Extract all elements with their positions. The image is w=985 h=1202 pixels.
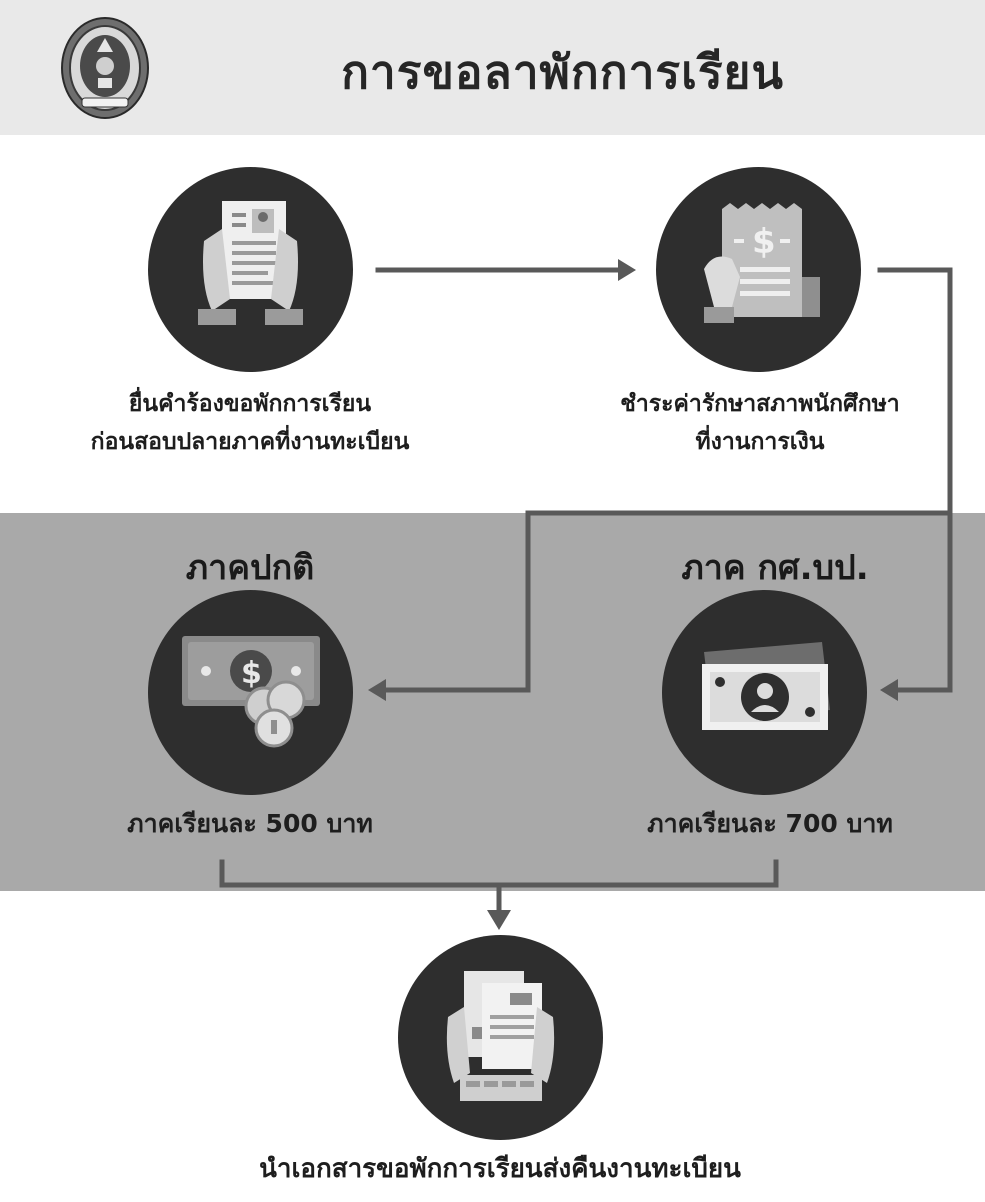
receipt-payment-icon: $ xyxy=(704,203,820,323)
final-step-label: นำเอกสารขอพักการเรียนส่งคืนงานทะเบียน xyxy=(259,1154,741,1184)
step2-label: ชำระค่ารักษาสภาพนักศึกษา ที่งานการเงิน xyxy=(565,385,955,461)
arrowhead-kosobopo xyxy=(880,679,898,701)
kosobopo-program-fee: ภาคเรียนละ 700 บาท xyxy=(647,809,893,838)
kosobopo-program-title: ภาค กศ.บป. xyxy=(681,548,869,588)
regular-program-title: ภาคปกติ xyxy=(185,548,315,588)
final-step-circle xyxy=(398,935,603,1140)
kosobopo-program-circle xyxy=(662,590,867,795)
arrowhead-step2 xyxy=(618,259,636,281)
connector-merge xyxy=(219,859,779,888)
step1-circle xyxy=(148,167,353,372)
svg-text:$: $ xyxy=(752,222,776,262)
document-in-hands-icon xyxy=(198,201,303,325)
svg-text:$: $ xyxy=(241,656,262,691)
step1-line1: ยื่นคำร้องขอพักการเรียน xyxy=(128,391,372,417)
return-documents-icon xyxy=(446,971,555,1101)
connector-step2-kosobopo xyxy=(877,267,953,693)
step1-line2: ก่อนสอบปลายภาคที่งานทะเบียน xyxy=(90,429,410,455)
cash-and-coins-icon: $ xyxy=(182,636,320,748)
banknotes-icon xyxy=(702,642,830,730)
arrowhead-final xyxy=(487,910,511,930)
header-bar: การขอลาพักการเรียน xyxy=(0,0,985,135)
step1-label: ยื่นคำร้องขอพักการเรียน ก่อนสอบปลายภาคที… xyxy=(40,385,460,461)
regular-program-fee: ภาคเรียนละ 500 บาท xyxy=(127,809,373,838)
step2-line1: ชำระค่ารักษาสภาพนักศึกษา xyxy=(620,391,900,417)
page-title: การขอลาพักการเรียน xyxy=(341,45,784,99)
step2-circle: $ xyxy=(656,167,861,372)
step2-line2: ที่งานการเงิน xyxy=(695,429,825,455)
arrowhead-regular xyxy=(368,679,386,701)
connector-step2-regular xyxy=(377,510,953,693)
university-seal-icon xyxy=(61,17,149,119)
regular-program-circle: $ xyxy=(148,590,353,795)
